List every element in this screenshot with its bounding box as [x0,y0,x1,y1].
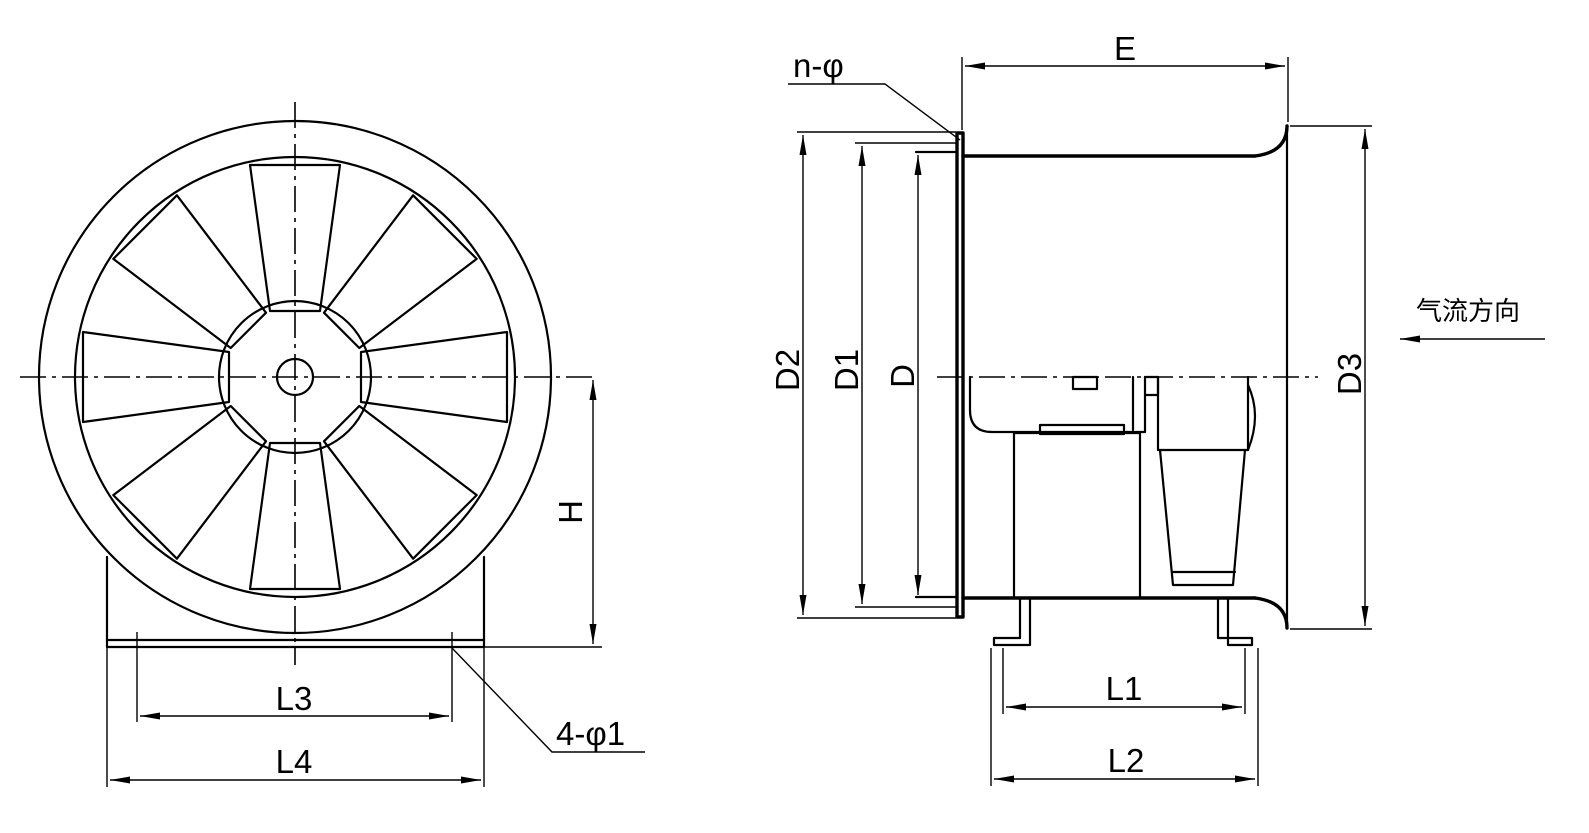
impeller-blade [81,330,231,424]
support-foot-left [992,596,1032,647]
hole-leader-front [451,647,645,753]
d1-label: D1 [828,349,865,391]
d2-label: D2 [769,349,806,391]
front-view: H L3 L4 4-φ1 [20,102,645,787]
bellmouth-top [1253,124,1289,158]
l3-label: L3 [276,680,313,717]
impeller-blade [112,404,268,560]
inlet-flange [955,131,965,619]
impeller-blade [322,194,478,350]
l2-label: L2 [1108,742,1145,779]
e-label: E [1114,30,1136,67]
support-stand [105,555,486,649]
impeller-blade [248,441,342,591]
bellmouth-bottom [1253,596,1289,630]
motor-support-box [1012,431,1142,600]
airflow-direction-label: 气流方向 [1416,297,1520,327]
hole-leader-side [788,83,961,141]
fairing-curve [1246,383,1257,452]
fairing-cone [1158,448,1247,587]
impeller-blades [81,163,509,591]
impeller-blade [359,330,509,424]
motor-housing [968,375,1147,434]
support-foot-right [1216,596,1254,647]
l1-label: L1 [1106,670,1143,707]
impeller-blade [322,404,478,560]
fairing-upper [1156,375,1250,452]
terminal-box [1071,375,1099,391]
d3-label: D3 [1331,353,1368,395]
h-label: H [552,500,589,524]
l4-label: L4 [276,743,313,780]
hole-label-front: 4-φ1 [556,715,625,752]
impeller-blade [248,163,342,313]
impeller-blade [112,194,268,350]
d-label: D [884,364,921,388]
hole-label-side: n-φ [793,47,844,84]
side-view: E n-φ D2 D1 D D3 L1 L2 气流方向 [769,30,1545,786]
